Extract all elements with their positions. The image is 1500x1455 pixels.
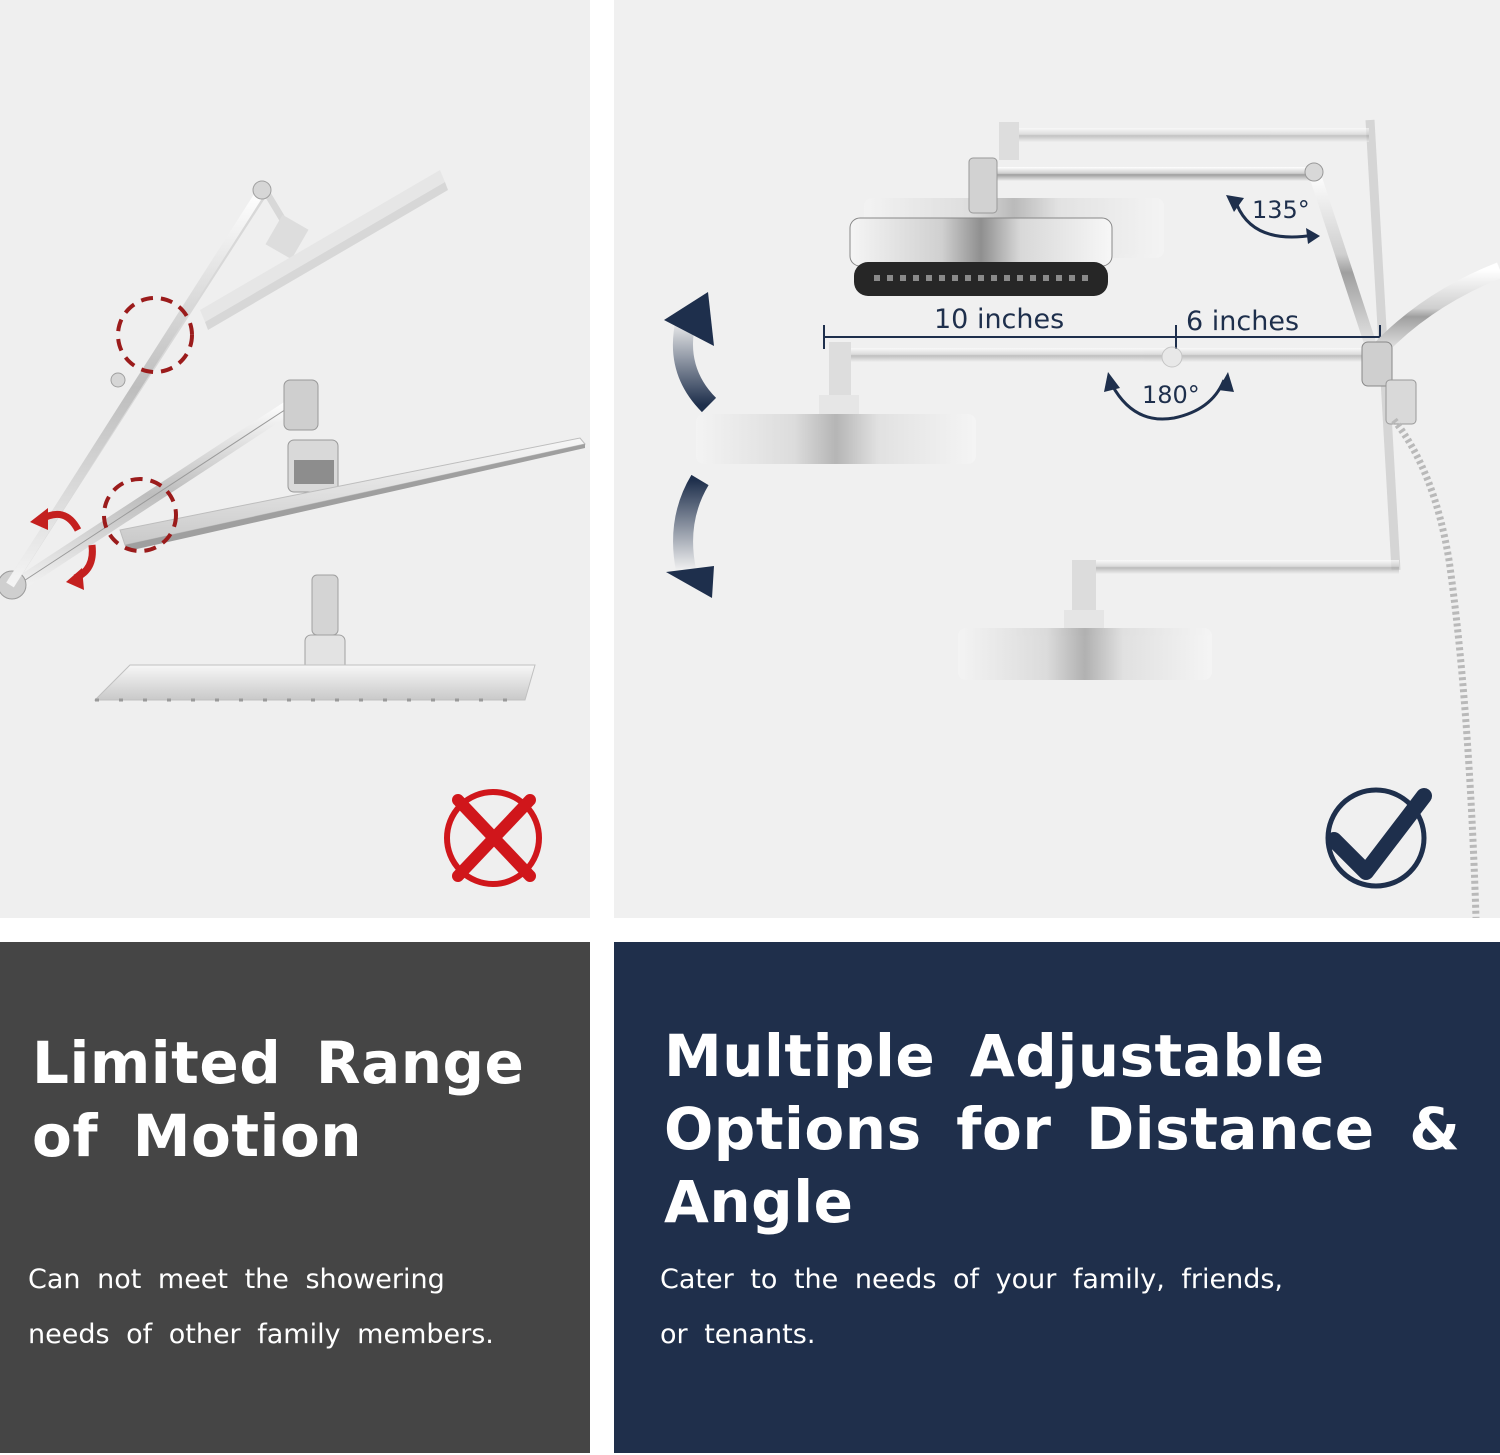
description-line: needs of other family members. [28, 1319, 494, 1350]
active-arm [849, 157, 1380, 357]
heading-line: of Motion [32, 1102, 363, 1170]
heading-line: Angle [664, 1168, 854, 1236]
adjustable-options-card: Multiple Adjustable Options for Distance… [614, 942, 1500, 1453]
limited-motion-card: Limited Range of Motion Can not meet the… [0, 942, 590, 1453]
measure-10-label: 10 inches [934, 304, 1064, 335]
description-line: Can not meet the showering [28, 1264, 445, 1295]
adjustable-options-description: Cater to the needs of your family, frien… [660, 1252, 1380, 1362]
heading-line: Options for Distance & [664, 1095, 1461, 1163]
up-arrow-icon [664, 292, 717, 413]
checkmark-icon [1325, 787, 1432, 889]
measure-6-label: 6 inches [1186, 306, 1299, 337]
angle-135-indicator: 135° [1226, 195, 1320, 244]
description-line: Cater to the needs of your family, frien… [660, 1264, 1283, 1295]
angle-135-label: 135° [1252, 196, 1310, 224]
faded-bottom-arm [958, 560, 1399, 680]
limited-motion-description: Can not meet the showering needs of othe… [28, 1252, 573, 1362]
middle-shower-arm [6, 379, 586, 596]
limit-highlight-lower [102, 477, 178, 553]
adjustable-options-heading: Multiple Adjustable Options for Distance… [664, 1020, 1484, 1239]
faded-middle-arm [696, 342, 1364, 464]
upper-shower-arm [6, 180, 272, 588]
angle-180-label: 180° [1142, 381, 1200, 409]
limit-highlight-upper [116, 296, 194, 374]
down-arrow-icon [666, 474, 714, 598]
adjustable-options-illustration: 135° 10 inches 6 inches 180° [614, 0, 1500, 918]
angle-180-indicator: 180° [1104, 372, 1234, 421]
heading-line: Limited Range [32, 1029, 525, 1097]
lower-shower-arm [0, 570, 536, 702]
hose-connector [1361, 262, 1500, 918]
description-line: or tenants. [660, 1319, 816, 1350]
cross-icon [444, 789, 542, 887]
limited-motion-heading: Limited Range of Motion [32, 1027, 572, 1173]
adjustable-arm-shower-drawing: 135° 10 inches 6 inches 180° [664, 119, 1500, 918]
limited-motion-illustration [0, 0, 590, 918]
fixed-arm-shower-drawing [0, 170, 586, 887]
heading-line: Multiple Adjustable [664, 1022, 1325, 1090]
distance-measurement: 10 inches 6 inches [823, 304, 1384, 349]
